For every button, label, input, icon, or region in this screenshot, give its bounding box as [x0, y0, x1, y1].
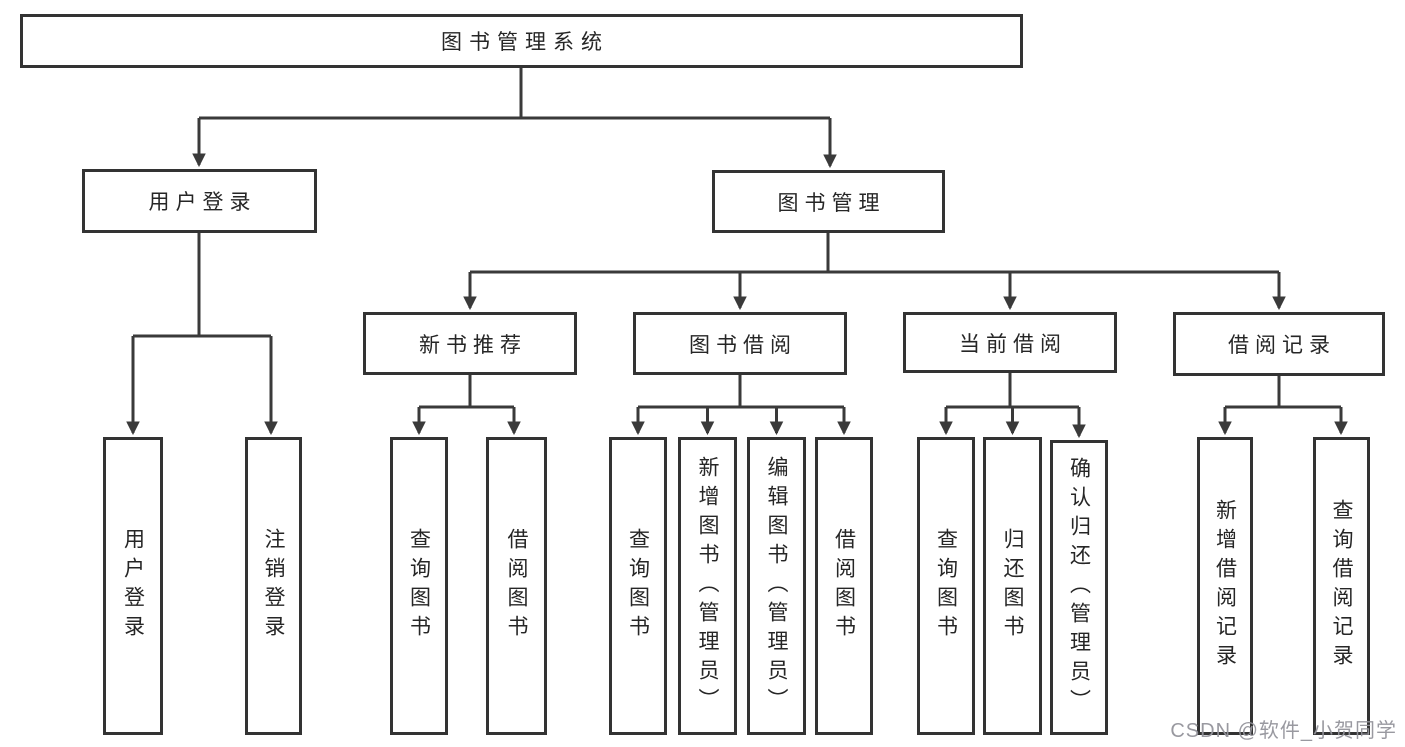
leaf-cb-return-books: 归还图书 [983, 437, 1042, 735]
leaf-logout-label: 注销登录 [262, 528, 285, 644]
node-current-borrow-label: 当前借阅 [959, 332, 1067, 356]
leaf-rec-borrow-books: 借阅图书 [486, 437, 547, 735]
leaf-cb-query-books: 查询图书 [917, 437, 975, 735]
node-user-login: 用户登录 [82, 169, 317, 233]
connector-book-mgmt-to-level3 [470, 233, 1279, 274]
leaf-cb-confirm-return: 确认归还（管理员） [1050, 440, 1108, 735]
node-new-recommend: 新书推荐 [363, 312, 577, 375]
node-borrow-records-label: 借阅记录 [1228, 334, 1336, 357]
leaf-cb-query-books-label: 查询图书 [934, 528, 958, 644]
connector-root-to-level2 [199, 68, 830, 120]
leaf-cb-confirm-return-label: 确认归还（管理员） [1067, 457, 1091, 718]
leaf-bb-borrow-books: 借阅图书 [815, 437, 873, 735]
node-book-borrow: 图书借阅 [633, 312, 847, 375]
csdn-watermark: CSDN @软件_小贺同学 [1170, 720, 1397, 742]
connector-user-login-children [133, 233, 271, 338]
leaf-add-borrow-record: 新增借阅记录 [1197, 437, 1253, 735]
node-book-mgmt: 图书管理 [712, 170, 945, 233]
leaf-bb-add-books: 新增图书（管理员） [678, 437, 737, 735]
leaf-query-borrow-record-label: 查询借阅记录 [1330, 499, 1353, 673]
leaf-bb-add-books-label: 新增图书（管理员） [696, 455, 719, 717]
connector-new-recommend-children [419, 375, 514, 409]
leaf-user-login-label: 用户登录 [121, 528, 145, 644]
leaf-bb-query-books: 查询图书 [609, 437, 667, 735]
leaf-bb-edit-books-label: 编辑图书（管理员） [765, 455, 788, 717]
leaf-rec-query-books-label: 查询图书 [407, 528, 431, 644]
leaf-bb-query-books-label: 查询图书 [626, 528, 650, 644]
node-user-login-label: 用户登录 [148, 191, 257, 214]
node-current-borrow: 当前借阅 [903, 312, 1117, 373]
leaf-logout: 注销登录 [245, 437, 302, 735]
leaf-cb-return-books-label: 归还图书 [1001, 528, 1024, 644]
leaf-bb-borrow-books-label: 借阅图书 [832, 528, 856, 644]
leaf-user-login: 用户登录 [103, 437, 163, 735]
leaf-query-borrow-record: 查询借阅记录 [1313, 437, 1370, 735]
connector-current-borrow-children [946, 373, 1079, 409]
leaf-rec-query-books: 查询图书 [390, 437, 448, 735]
leaf-rec-borrow-books-label: 借阅图书 [505, 528, 528, 644]
connector-records-children [1225, 376, 1341, 409]
node-borrow-records: 借阅记录 [1173, 312, 1385, 376]
leaf-bb-edit-books: 编辑图书（管理员） [747, 437, 806, 735]
leaf-add-borrow-record-label: 新增借阅记录 [1213, 499, 1237, 673]
node-root-label: 图书管理系统 [441, 31, 609, 54]
node-book-mgmt-label: 图书管理 [777, 191, 886, 215]
node-book-borrow-label: 图书借阅 [689, 333, 797, 357]
node-new-recommend-label: 新书推荐 [419, 333, 527, 357]
node-root-system: 图书管理系统 [20, 14, 1023, 68]
connector-book-borrow-children [638, 375, 844, 409]
